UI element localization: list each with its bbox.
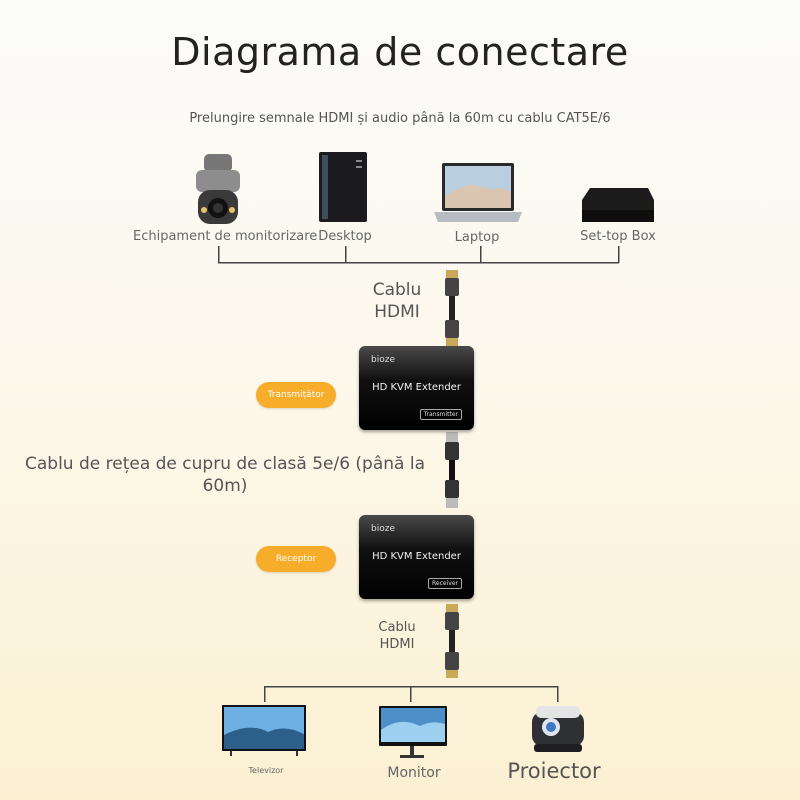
- device-tag: Receiver: [428, 578, 462, 589]
- source-label-settop: Set-top Box: [580, 229, 656, 244]
- source-label-desktop: Desktop: [318, 229, 372, 244]
- page-title: Diagrama de conectare: [171, 30, 629, 74]
- monitor-icon: [379, 706, 447, 758]
- cable-label-top: Cablu HDMI: [372, 280, 422, 322]
- device-name: HD KVM Extender: [372, 551, 461, 562]
- output-label-tv: Televizor: [248, 766, 284, 775]
- ptz-camera-icon: [196, 154, 240, 224]
- transmitter-device: bioze HD KVM Extender Transmitter: [359, 346, 474, 430]
- hdmi-cable-top: [445, 270, 459, 346]
- set-top-box-icon: [582, 188, 654, 222]
- network-cable: [445, 432, 459, 508]
- receiver-pill: Receptor: [256, 546, 336, 572]
- brand-label: bioze: [371, 355, 395, 365]
- cable-label-bottom: Cablu HDMI: [378, 620, 416, 652]
- television-icon: [222, 705, 306, 756]
- laptop-icon: [434, 163, 522, 222]
- hdmi-cable-bottom: [445, 604, 459, 678]
- projector-icon: [532, 706, 584, 752]
- network-cable-label: Cablu de rețea de cupru de clasă 5e/6 (p…: [24, 454, 425, 496]
- output-label-projector: Proiector: [507, 759, 601, 783]
- transmitter-pill: Transmițător: [256, 382, 336, 408]
- output-label-monitor: Monitor: [387, 765, 441, 781]
- subtitle: Prelungire semnale HDMI și audio până la…: [189, 111, 611, 126]
- source-label-laptop: Laptop: [454, 230, 500, 245]
- desktop-tower-icon: [319, 152, 367, 222]
- brand-label: bioze: [371, 524, 395, 534]
- source-label-monitoring: Echipament de monitorizare: [133, 229, 318, 244]
- device-tag: Transmitter: [419, 409, 462, 420]
- receiver-device: bioze HD KVM Extender Receiver: [359, 515, 474, 599]
- device-name: HD KVM Extender: [372, 382, 461, 393]
